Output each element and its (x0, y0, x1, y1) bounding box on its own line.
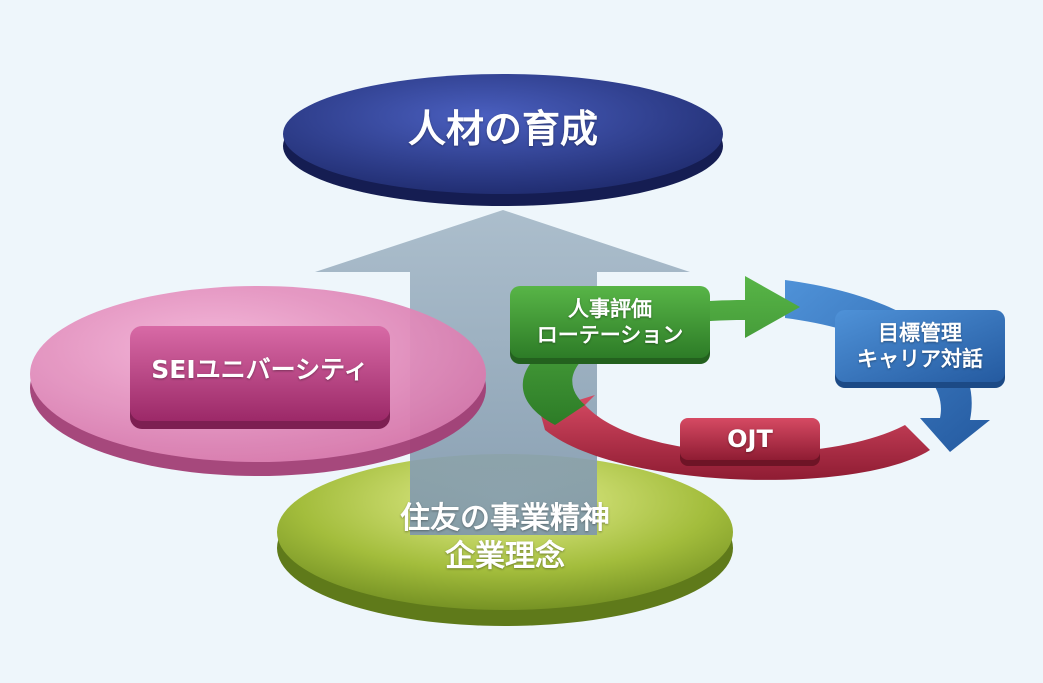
red-cycle-arrow (540, 395, 930, 480)
green-badge-label: 人事評価 ローテーション (510, 296, 710, 349)
goal-label: 人材の育成 (407, 107, 598, 151)
blue-badge-label: 目標管理 キャリア対話 (835, 320, 1005, 373)
green-badge-line2: ローテーション (536, 323, 684, 348)
goal-disc (283, 74, 723, 206)
green-badge (510, 286, 710, 364)
blue-badge-line2: キャリア対話 (857, 347, 983, 372)
foundation-line2: 企業理念 (445, 538, 565, 574)
red-badge (680, 418, 820, 466)
sei-university-label: SEIユニバーシティ (151, 355, 369, 384)
green-cycle-arrow (522, 276, 800, 425)
blue-badge-line1: 目標管理 (878, 321, 962, 345)
foundation-label: 住友の事業精神 企業理念 (330, 500, 680, 575)
blue-badge (835, 310, 1005, 388)
ojt-label: OJT (727, 425, 773, 453)
sei-university-badge (130, 326, 390, 429)
green-badge-line1: 人事評価 (568, 297, 652, 321)
foundation-line1: 住友の事業精神 (400, 501, 610, 536)
